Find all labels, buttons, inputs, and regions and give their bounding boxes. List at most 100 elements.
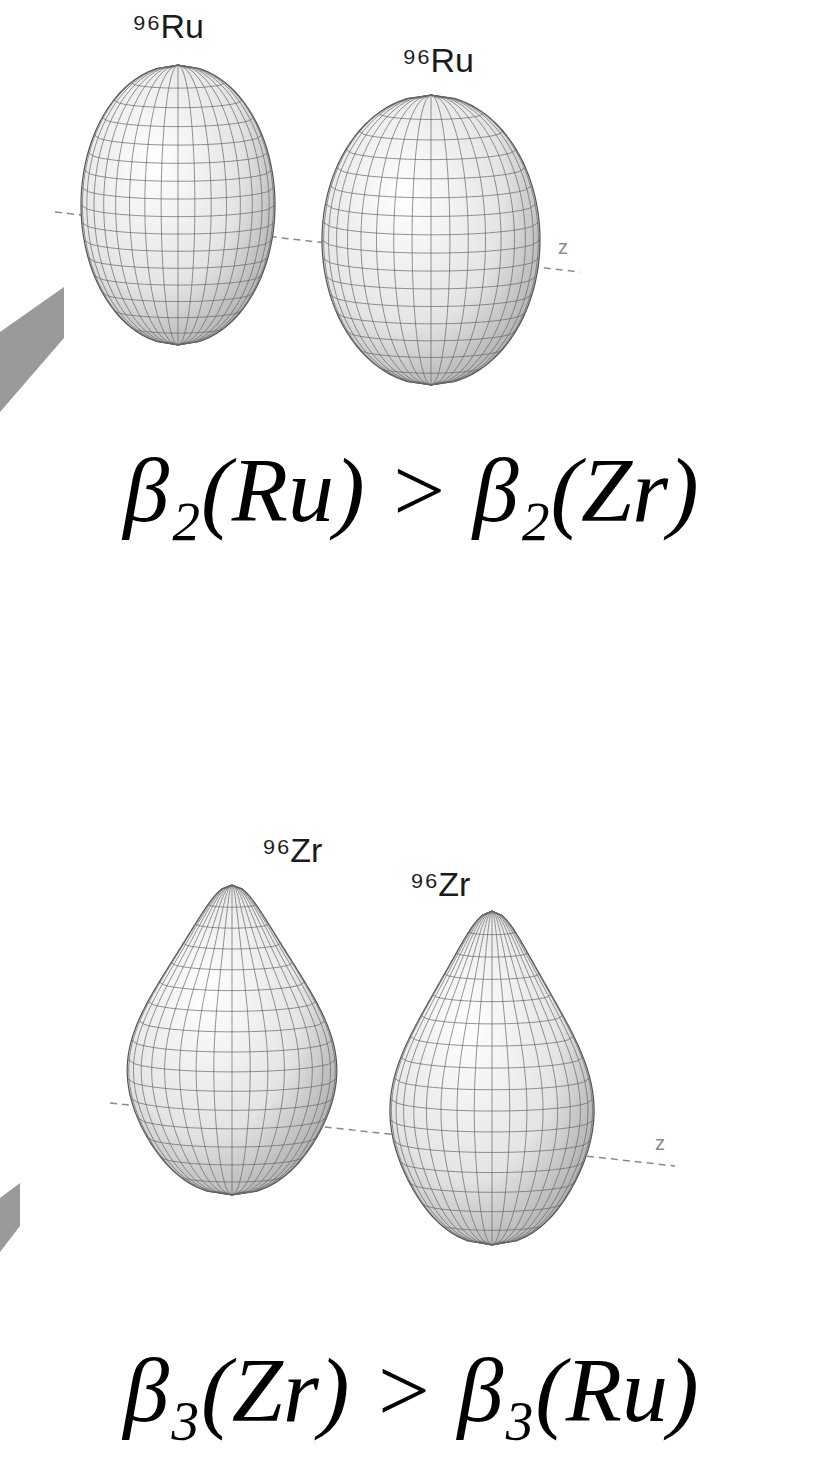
mesh-line <box>390 1120 594 1132</box>
mesh-line <box>102 293 253 302</box>
mesh-line <box>159 982 305 991</box>
mesh-line <box>94 135 262 145</box>
mesh-line <box>492 911 510 1245</box>
mesh-line <box>401 1057 583 1068</box>
mesh-line <box>88 153 268 164</box>
mesh-line <box>440 1224 544 1230</box>
mesh-line <box>445 974 540 980</box>
mesh-line <box>325 204 536 217</box>
mesh-line <box>394 1078 590 1090</box>
mesh-line <box>171 963 293 970</box>
mesh-line <box>431 95 486 385</box>
mesh-line <box>492 911 588 1245</box>
mesh-line <box>469 932 516 935</box>
mesh-line <box>114 310 242 318</box>
mesh-line <box>180 885 232 1195</box>
mesh-line <box>426 911 492 1245</box>
mesh-line <box>474 911 492 1245</box>
mesh-line <box>114 100 242 108</box>
mesh-line <box>337 168 526 179</box>
mesh-line <box>421 1015 563 1024</box>
mesh-line <box>431 95 468 385</box>
mesh-line <box>396 911 492 1245</box>
arrow-fragment <box>0 1183 20 1252</box>
axis-label: z <box>558 236 568 258</box>
mesh-line <box>139 1021 326 1032</box>
mesh-line <box>152 885 232 1195</box>
mesh-line <box>378 113 484 119</box>
pear-nucleus-surface <box>127 885 337 1195</box>
mesh-line <box>492 911 527 1245</box>
mesh-line <box>431 95 533 385</box>
mesh-line <box>131 1098 333 1110</box>
mesh-line <box>232 885 268 1195</box>
mesh-line <box>456 953 527 957</box>
mesh-line <box>104 65 178 345</box>
mesh-line <box>431 95 538 385</box>
mesh-line <box>322 240 540 253</box>
mesh-line <box>337 313 526 324</box>
mesh-line <box>232 885 331 1195</box>
arrow-fragment <box>0 287 64 412</box>
mesh-line <box>232 885 323 1195</box>
mesh-line <box>178 65 274 345</box>
mesh-line <box>431 95 450 385</box>
mesh-line <box>131 328 225 334</box>
mesh-line <box>178 65 179 345</box>
nucleus-label: ⁹⁶Ru <box>402 42 474 79</box>
mesh-line <box>179 1176 286 1182</box>
mesh-line <box>195 924 268 928</box>
mesh-line <box>330 186 532 198</box>
mesh-line <box>394 95 431 385</box>
mesh-line <box>412 95 431 385</box>
mesh-line <box>137 1118 326 1129</box>
mesh-line <box>148 1001 316 1011</box>
deformation-relation: β₃(Zr) > β₃(Ru) <box>123 1340 698 1441</box>
mesh-line <box>404 911 492 1245</box>
mesh-line <box>422 1203 562 1211</box>
mesh-line <box>129 885 232 1195</box>
mesh-line <box>393 1141 590 1153</box>
mesh-line <box>232 885 312 1195</box>
mesh-line <box>82 188 274 200</box>
mesh-line <box>82 65 178 345</box>
mesh-line <box>165 885 232 1195</box>
mesh-line <box>178 65 262 345</box>
mesh-line <box>128 1079 337 1092</box>
mesh-line <box>94 275 262 285</box>
mesh-line <box>359 349 503 358</box>
mesh-line <box>94 65 178 345</box>
mesh-line <box>214 885 232 1195</box>
mesh-line <box>441 911 492 1245</box>
mesh-line <box>433 995 551 1002</box>
mesh-line <box>84 170 272 181</box>
mesh-line <box>324 95 431 385</box>
ellipsoid-nucleus <box>322 95 540 385</box>
mesh-line <box>178 65 269 345</box>
mesh-line <box>410 1036 574 1046</box>
deformation-relation: β₂(Ru) > β₂(Zr) <box>123 440 698 541</box>
mesh-line <box>323 258 539 271</box>
mesh-line <box>457 911 492 1245</box>
mesh-line <box>160 1156 304 1165</box>
mesh-line <box>346 149 516 159</box>
mesh-line <box>161 65 178 345</box>
ellipsoid-nucleus <box>81 65 275 345</box>
mesh-line <box>325 276 536 289</box>
mesh-line <box>323 222 539 235</box>
mesh-line <box>492 911 558 1245</box>
ellipsoid-nucleus-surface <box>81 65 275 345</box>
mesh-line <box>178 65 252 345</box>
nucleus-label: ⁹⁶Zr <box>410 866 471 903</box>
mesh-line <box>133 885 232 1195</box>
mesh-line <box>378 367 484 373</box>
mesh-line <box>84 240 272 251</box>
pear-nucleus <box>390 911 594 1245</box>
mesh-line <box>492 911 570 1245</box>
mesh-line <box>377 95 432 385</box>
pear-nucleus <box>127 885 337 1195</box>
mesh-line <box>431 95 525 385</box>
mesh-line <box>409 1182 575 1192</box>
mesh-line <box>132 1040 333 1052</box>
pear-nucleus-surface <box>390 911 594 1245</box>
